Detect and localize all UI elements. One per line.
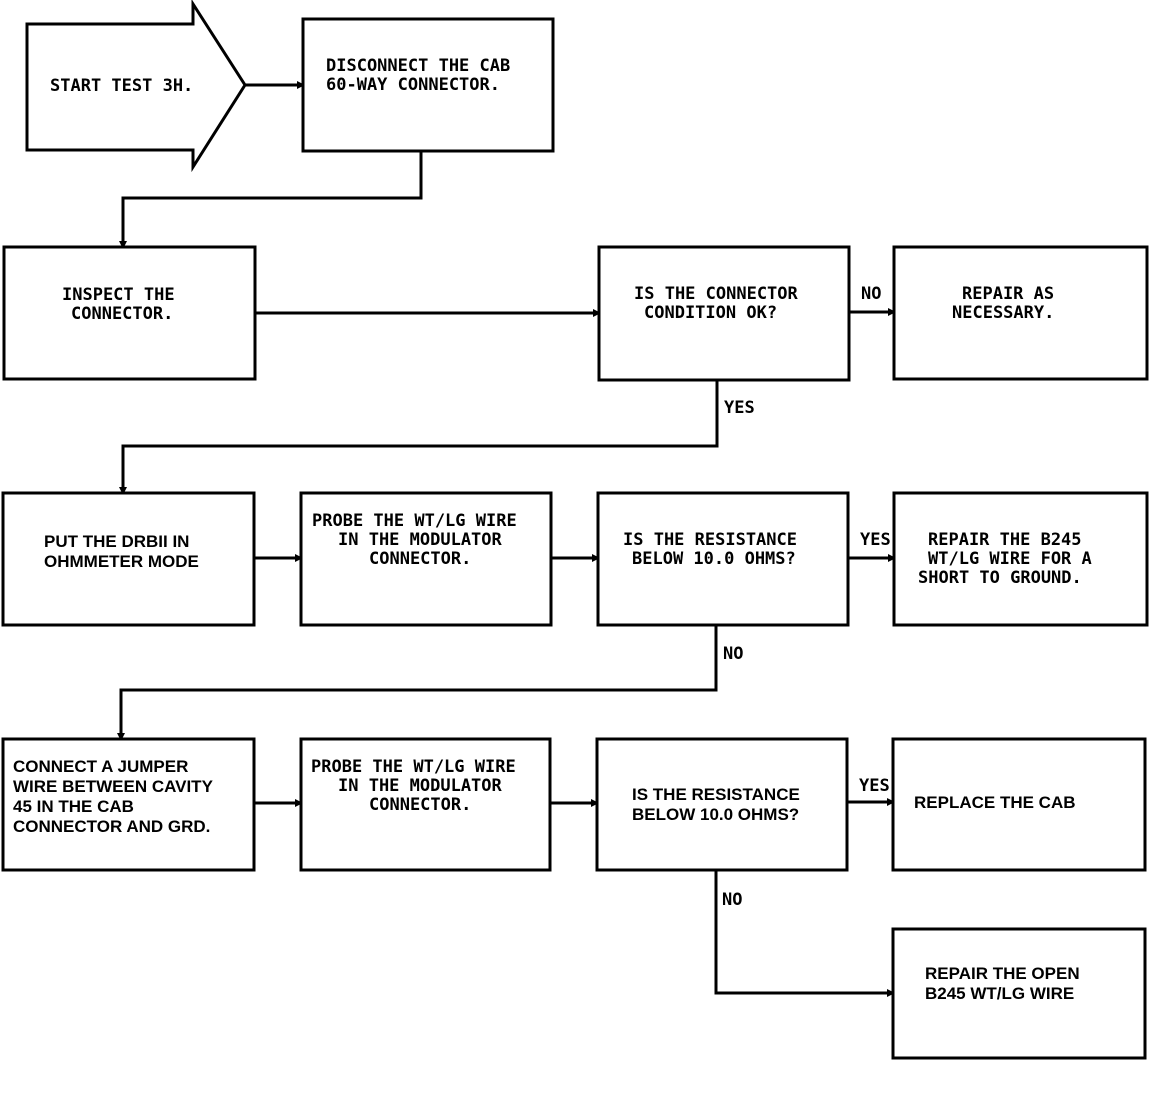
replace-cab-text: REPLACE THE CAB (914, 793, 1076, 812)
put-drbii-box: PUT THE DRBII IN OHMMETER MODE (1, 491, 256, 627)
repair-short-box: REPAIR THE B245 WT/LG WIRE FOR A SHORT T… (892, 491, 1149, 627)
start-node: START TEST 3H. (25, 0, 247, 173)
disconnect-connector-text: DISCONNECT THE CAB 60-WAY CONNECTOR. (326, 56, 520, 95)
probe-wire-text-1: PROBE THE WT/LG WIRE IN THE MODULATOR CO… (312, 511, 527, 569)
edge-resistance2-no (714, 870, 895, 997)
resistance-decision-1: IS THE RESISTANCE BELOW 10.0 OHMS? (596, 491, 850, 627)
probe-wire-text-2: PROBE THE WT/LG WIRE IN THE MODULATOR CO… (311, 757, 526, 815)
replace-cab-box: REPLACE THE CAB (891, 737, 1147, 872)
repair-as-necessary-box: REPAIR AS NECESSARY. (892, 245, 1149, 381)
put-drbii-text: PUT THE DRBII IN OHMMETER MODE (44, 532, 199, 571)
edge-condition-yes (119, 380, 719, 495)
repair-open-text: REPAIR THE OPEN B245 WT/LG WIRE (925, 964, 1084, 1003)
start-arrow-shape (25, 0, 247, 173)
connect-jumper-box: CONNECT A JUMPER WIRE BETWEEN CAVITY 45 … (1, 737, 256, 872)
inspect-connector-text: INSPECT THE CONNECTOR. (62, 285, 185, 324)
inspect-connector-box: INSPECT THE CONNECTOR. (2, 245, 257, 381)
label-condition-no: NO (861, 284, 881, 304)
connect-jumper-text: CONNECT A JUMPER WIRE BETWEEN CAVITY 45 … (13, 757, 217, 836)
label-resistance1-yes: YES (860, 530, 891, 550)
probe-wire-box-2: PROBE THE WT/LG WIRE IN THE MODULATOR CO… (299, 737, 552, 872)
label-condition-yes: YES (724, 398, 755, 418)
resistance-decision-text-2: IS THE RESISTANCE BELOW 10.0 OHMS? (632, 785, 805, 824)
edge-resistance1-no (117, 625, 718, 741)
disconnect-connector-box: DISCONNECT THE CAB 60-WAY CONNECTOR. (301, 17, 555, 153)
connectors (117, 81, 896, 997)
start-label: START TEST 3H. (50, 76, 193, 96)
connector-condition-text: IS THE CONNECTOR CONDITION OK? (634, 284, 808, 323)
label-resistance2-yes: YES (859, 776, 890, 796)
probe-wire-box-1: PROBE THE WT/LG WIRE IN THE MODULATOR CO… (299, 491, 553, 627)
resistance-decision-text-1: IS THE RESISTANCE BELOW 10.0 OHMS? (623, 530, 807, 569)
connector-condition-decision: IS THE CONNECTOR CONDITION OK? (597, 245, 851, 382)
label-resistance1-no: NO (723, 644, 743, 664)
edge-disconnect-to-inspect (119, 151, 423, 249)
repair-as-necessary-text: REPAIR AS NECESSARY. (952, 284, 1064, 323)
label-resistance2-no: NO (722, 890, 742, 910)
resistance-decision-2: IS THE RESISTANCE BELOW 10.0 OHMS? (595, 737, 849, 872)
repair-short-text: REPAIR THE B245 WT/LG WIRE FOR A SHORT T… (918, 530, 1102, 588)
repair-open-box: REPAIR THE OPEN B245 WT/LG WIRE (891, 927, 1147, 1060)
